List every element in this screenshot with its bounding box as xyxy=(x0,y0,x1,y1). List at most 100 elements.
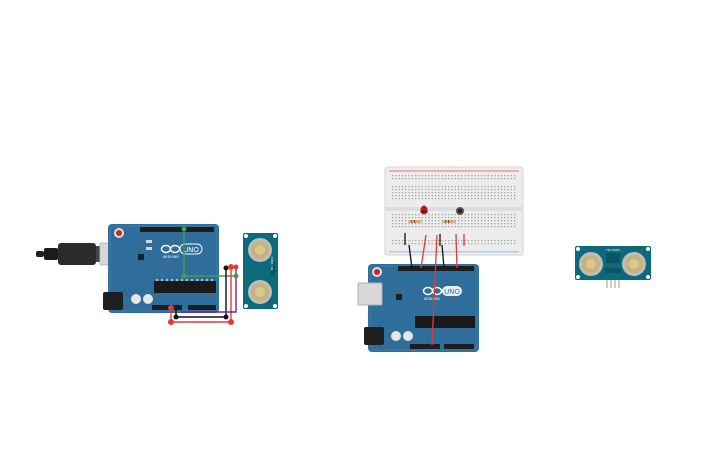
breadboard-hole xyxy=(458,175,460,177)
breadboard-hole xyxy=(401,186,404,188)
breadboard-hole xyxy=(428,220,430,222)
breadboard-hole xyxy=(411,192,413,194)
breadboard-hole xyxy=(484,198,486,200)
breadboard-hole xyxy=(494,189,496,191)
breadboard-hole xyxy=(425,186,427,188)
breadboard-hole xyxy=(491,217,493,219)
breadboard-hole xyxy=(487,240,489,242)
breadboard-hole xyxy=(441,240,443,242)
breadboard-hole xyxy=(444,240,446,242)
breadboard-hole xyxy=(514,243,516,245)
pushbutton[interactable] xyxy=(456,207,464,215)
breadboard-hole xyxy=(484,214,486,216)
breadboard-hole xyxy=(471,175,473,177)
breadboard-hole xyxy=(510,240,512,242)
breadboard-hole xyxy=(461,192,463,194)
arduino-uno-board-middle[interactable] xyxy=(357,264,479,352)
breadboard-hole xyxy=(510,226,512,228)
breadboard-hole xyxy=(474,240,476,242)
breadboard-hole xyxy=(448,223,450,225)
breadboard-hole xyxy=(434,217,437,219)
breadboard-hole xyxy=(441,192,443,194)
breadboard-hole xyxy=(444,217,446,219)
breadboard-hole xyxy=(507,192,509,194)
breadboard-hole xyxy=(467,198,470,200)
ultrasonic-sensor-left[interactable] xyxy=(243,233,278,309)
breadboard-hole xyxy=(428,240,430,242)
breadboard-hole xyxy=(497,223,499,225)
breadboard-hole xyxy=(425,223,427,225)
breadboard-hole xyxy=(448,240,450,242)
breadboard-hole xyxy=(481,240,483,242)
wire-purple xyxy=(181,268,237,313)
breadboard-hole xyxy=(504,175,506,177)
breadboard-hole xyxy=(392,195,394,197)
breadboard-hole xyxy=(477,220,479,222)
breadboard-hole xyxy=(401,217,404,219)
breadboard-hole xyxy=(477,226,479,228)
breadboard-hole xyxy=(398,240,400,242)
breadboard-hole xyxy=(451,214,453,216)
breadboard-hole xyxy=(504,198,506,200)
ultrasonic-sensor-right[interactable] xyxy=(575,246,651,288)
breadboard-hole xyxy=(395,220,397,222)
breadboard-hole xyxy=(461,217,463,219)
breadboard-hole xyxy=(487,220,489,222)
breadboard-hole xyxy=(491,198,493,200)
breadboard-hole xyxy=(428,198,430,200)
breadboard-hole xyxy=(504,220,506,222)
breadboard-hole xyxy=(428,178,430,180)
breadboard-hole xyxy=(431,214,433,216)
breadboard-hole xyxy=(441,198,443,200)
breadboard-hole xyxy=(471,186,473,188)
breadboard-hole xyxy=(487,189,489,191)
breadboard-hole xyxy=(408,175,410,177)
breadboard-hole xyxy=(491,226,493,228)
arduino-uno-board-left[interactable] xyxy=(103,224,219,313)
breadboard-hole xyxy=(444,189,446,191)
breadboard-hole xyxy=(438,195,440,197)
resistor-2[interactable] xyxy=(442,220,456,223)
breadboard-hole xyxy=(428,223,430,225)
breadboard-hole xyxy=(507,240,509,242)
board-brand-label-left: ARDUINO xyxy=(163,255,180,259)
breadboard-hole xyxy=(464,195,466,197)
breadboard-hole xyxy=(471,243,473,245)
breadboard-hole xyxy=(428,192,430,194)
breadboard-hole xyxy=(484,220,486,222)
breadboard-hole xyxy=(448,243,450,245)
breadboard-hole xyxy=(395,240,397,242)
resistor-1[interactable] xyxy=(408,220,422,223)
breadboard-hole xyxy=(507,223,509,225)
board-brand-label-middle: ARDUINO xyxy=(424,297,441,301)
breadboard-hole xyxy=(514,240,516,242)
breadboard-hole xyxy=(395,178,397,180)
breadboard[interactable] xyxy=(384,166,524,256)
breadboard-hole xyxy=(434,243,437,245)
breadboard-hole xyxy=(415,195,417,197)
breadboard-hole xyxy=(481,217,483,219)
breadboard-hole xyxy=(507,217,509,219)
breadboard-hole xyxy=(504,243,506,245)
breadboard-hole xyxy=(477,195,479,197)
breadboard-hole xyxy=(431,198,433,200)
breadboard-hole xyxy=(421,243,423,245)
led-red[interactable] xyxy=(420,205,428,215)
breadboard-hole xyxy=(418,214,420,216)
breadboard-hole xyxy=(434,240,437,242)
breadboard-hole xyxy=(411,217,413,219)
breadboard-hole xyxy=(481,220,483,222)
breadboard-hole xyxy=(438,198,440,200)
breadboard-hole xyxy=(451,240,453,242)
breadboard-hole xyxy=(448,214,450,216)
breadboard-hole xyxy=(497,240,499,242)
breadboard-hole xyxy=(484,243,486,245)
breadboard-hole xyxy=(494,217,496,219)
breadboard-hole xyxy=(500,214,503,216)
breadboard-hole xyxy=(510,220,512,222)
breadboard-hole xyxy=(494,223,496,225)
breadboard-hole xyxy=(392,186,394,188)
breadboard-hole xyxy=(431,217,433,219)
breadboard-hole xyxy=(408,195,410,197)
